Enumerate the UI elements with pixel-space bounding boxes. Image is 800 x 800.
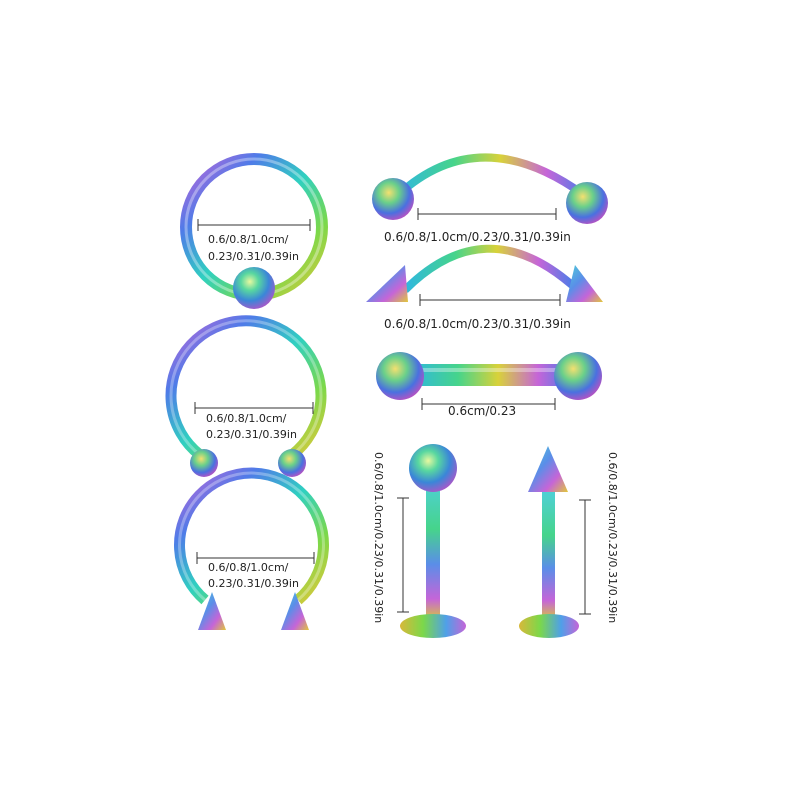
labret-disc — [519, 614, 579, 638]
horseshoe-spike-size-label-1: 0.6/0.8/1.0cm/ — [208, 561, 289, 574]
barbell-ball-left — [376, 352, 424, 400]
curved-spike-size-label: 0.6/0.8/1.0cm/0.23/0.31/0.39in — [384, 317, 571, 331]
curved-spike-right — [566, 265, 603, 302]
horseshoe-spike-left — [198, 592, 226, 630]
curved-spike-left — [366, 265, 408, 302]
curved-ball-size-label: 0.6/0.8/1.0cm/0.23/0.31/0.39in — [384, 230, 571, 244]
curved-ball-left — [372, 178, 414, 220]
captive-bead-ring — [180, 153, 328, 309]
captive-ring-size-label-2: 0.23/0.31/0.39in — [208, 250, 299, 263]
horseshoe-spike-ring — [174, 467, 329, 630]
labret-ball-top — [409, 444, 457, 492]
horseshoe-spike-size-label-2: 0.23/0.31/0.39in — [208, 577, 299, 590]
captive-ring-size-label-1: 0.6/0.8/1.0cm/ — [208, 233, 289, 246]
horseshoe-spike-right — [281, 592, 309, 630]
barbell-size-label: 0.6cm/0.23 — [448, 404, 517, 418]
barbell-ball-right — [554, 352, 602, 400]
curved-spike-barbell — [366, 244, 603, 306]
labret-spike — [519, 446, 591, 638]
labret-ball — [397, 444, 466, 638]
labret-ball-size-label: 0.6/0.8/1.0cm/0.23/0.31/0.39in — [372, 452, 385, 624]
curved-ball-right — [566, 182, 608, 224]
horseshoe-ball-left — [190, 449, 218, 477]
labret-spike-top — [528, 446, 568, 492]
labret-spike-size-label: 0.6/0.8/1.0cm/0.23/0.31/0.39in — [606, 452, 619, 624]
labret-disc — [400, 614, 466, 638]
ring-bead — [233, 267, 275, 309]
horseshoe-ball-ring — [165, 315, 327, 477]
horseshoe-ball-size-label-2: 0.23/0.31/0.39in — [206, 428, 297, 441]
horseshoe-ball-right — [278, 449, 306, 477]
curved-ball-barbell — [372, 153, 608, 224]
horseshoe-ball-size-label-1: 0.6/0.8/1.0cm/ — [206, 412, 287, 425]
straight-barbell — [376, 352, 602, 410]
